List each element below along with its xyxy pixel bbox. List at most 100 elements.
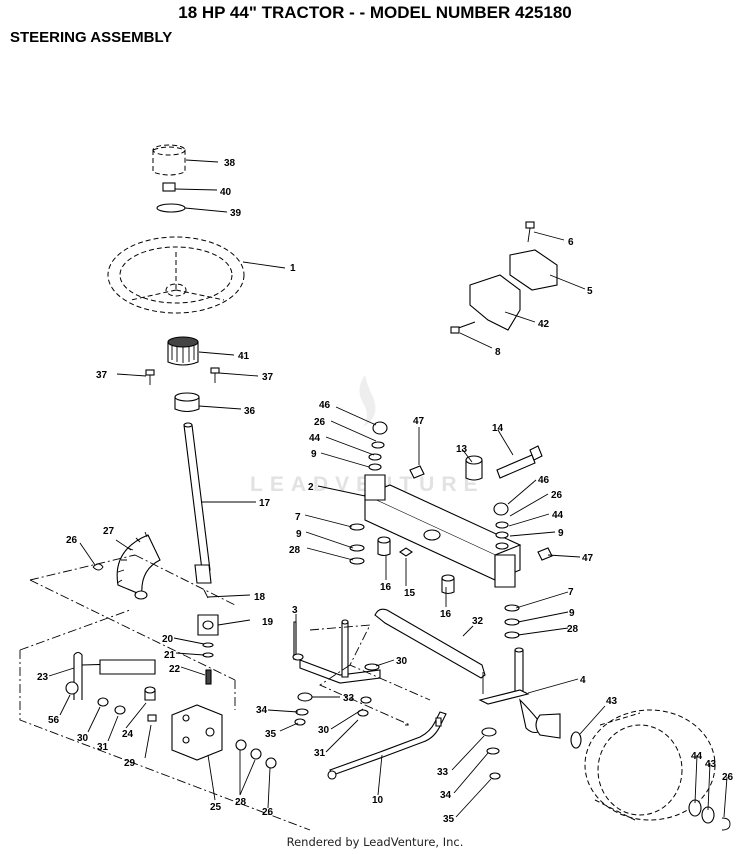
callout-16-right: 16 [440,609,452,620]
callout-34-right: 34 [440,790,452,801]
callout-3: 3 [292,605,298,616]
grease-fitting-right [537,547,553,561]
footer-credit: Rendered by LeadVenture, Inc. [286,835,464,849]
tie-rod [327,711,447,780]
callout-23: 23 [37,672,49,683]
grease-fitting-left [409,465,425,479]
callout-9-right-top: 9 [558,528,564,539]
callout-26-left: 26 [262,807,274,818]
callout-16-left: 16 [380,582,392,593]
callout-29: 29 [124,758,136,769]
steering-washer [156,203,186,213]
callout-30-spindle: 30 [318,725,330,736]
shaft-pin [203,589,209,599]
callout-44-right: 44 [552,510,564,521]
dashed-plane-spindle [309,624,431,726]
wheel-hub-washers [535,713,731,831]
leader-lines [48,159,728,818]
right-spindle [478,647,539,734]
callout-30-left: 30 [77,733,89,744]
steering-wheel [107,236,245,314]
callout-22: 22 [169,664,181,675]
page-subtitle: STEERING ASSEMBLY [10,29,173,46]
callout-40: 40 [220,187,232,198]
axle-bracket-top [509,249,558,291]
column-bushing [174,392,200,413]
bracket-screw-left [450,321,476,334]
page-title: 18 HP 44" TRACTOR - - MODEL NUMBER 42518… [178,3,572,22]
callout-4: 4 [580,675,586,686]
callout-33-right: 33 [437,767,449,778]
callout-17: 17 [259,498,271,509]
callout-6: 6 [568,237,574,248]
callout-31-spindle: 31 [314,748,326,759]
callout-21: 21 [164,650,176,661]
callout-38: 38 [224,158,236,169]
callout-18: 18 [254,592,266,603]
callout-28-right: 28 [567,624,579,635]
sector-mount-bracket [171,704,277,769]
steering-shaft [183,422,212,584]
pivot-bar [73,651,156,700]
shaft-washers [202,642,214,685]
callout-7-left: 7 [295,512,301,523]
callout-44-left: 44 [309,433,321,444]
bracket-screw-top [525,221,535,243]
callout-14: 14 [492,423,504,434]
callout-5: 5 [587,286,593,297]
callout-13: 13 [456,444,468,455]
callout-26-left-spindle: 26 [314,417,326,428]
callout-36: 36 [244,406,256,417]
steering-cap [152,144,186,176]
callout-8: 8 [495,347,501,358]
callout-26-right-spindle: 26 [551,490,563,501]
callout-28-left-spindle: 28 [289,545,301,556]
front-wheel [584,709,716,821]
callout-47-left: 47 [413,416,425,427]
callout-47-right: 47 [582,553,594,564]
callout-9-right: 9 [569,608,575,619]
callout-9-left-top: 9 [311,449,317,460]
callout-44-wheel: 44 [691,751,703,762]
axle-bracket-left [469,274,521,331]
callout-37-right: 37 [262,372,274,383]
right-spindle-stack [493,502,520,639]
column-screw-right [210,367,220,383]
left-spindle-stack [349,421,388,565]
shaft-support-bracket [197,614,219,636]
steering-nut [162,182,176,192]
callout-26-gear: 26 [66,535,78,546]
callout-56: 56 [48,715,60,726]
callout-37-left: 37 [96,370,108,381]
callout-46-left: 46 [319,400,331,411]
callout-43-wheel: 43 [705,759,717,770]
callout-30-spindle-top: 30 [396,656,408,667]
left-spindle [292,619,381,684]
callout-2: 2 [308,482,314,493]
callout-41: 41 [238,351,250,362]
callout-20: 20 [162,634,174,645]
watermark: LEADVENTURE [250,473,485,497]
callout-43-hub: 43 [606,696,618,707]
callout-24: 24 [122,729,134,740]
column-screw-left [145,369,155,385]
left-spindle-hardware [294,663,380,726]
drag-link [374,608,486,694]
callout-35-right: 35 [443,814,455,825]
pivot-bolt [496,445,543,479]
dashed-plane-left [19,554,311,831]
callout-34-left: 34 [256,705,268,716]
callout-35-left: 35 [265,729,277,740]
callout-39: 39 [230,208,242,219]
watermark-logo [359,375,376,427]
callout-15: 15 [404,588,416,599]
sector-gear [116,531,161,600]
callout-32: 32 [472,616,484,627]
callout-46-right: 46 [538,475,550,486]
callout-42: 42 [538,319,550,330]
axle-spacer [465,455,483,481]
callout-27: 27 [103,526,115,537]
callout-1: 1 [290,263,296,274]
axle-bushings [377,536,455,595]
